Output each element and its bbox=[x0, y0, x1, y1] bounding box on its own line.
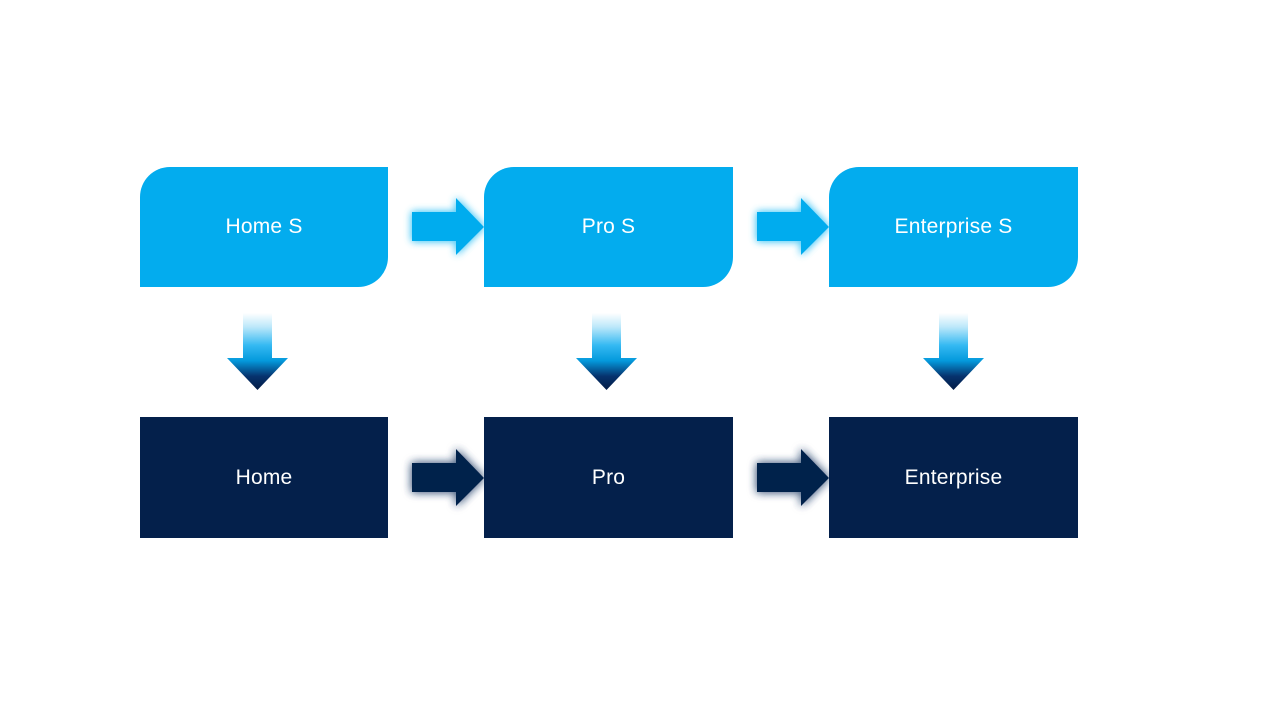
node-enterprise[interactable]: Enterprise bbox=[829, 417, 1078, 538]
node-home-s-label: Home S bbox=[225, 215, 303, 239]
arrow-home-to-pro bbox=[412, 449, 484, 506]
node-pro-label: Pro bbox=[591, 465, 626, 489]
node-pro-s[interactable]: Pro S bbox=[484, 167, 733, 287]
arrow-pro-s-to-enterprise-s bbox=[757, 198, 829, 255]
arrow-pro-to-enterprise bbox=[757, 449, 829, 506]
node-pro[interactable]: Pro bbox=[484, 417, 733, 538]
node-enterprise-label: Enterprise bbox=[904, 465, 1003, 489]
arrow-enterprise-s-to-enterprise bbox=[923, 313, 984, 390]
arrow-home-s-to-home bbox=[227, 313, 288, 390]
node-pro-s-label: Pro S bbox=[581, 215, 636, 239]
arrow-pro-s-to-pro bbox=[576, 313, 637, 390]
node-home-s[interactable]: Home S bbox=[140, 167, 388, 287]
node-enterprise-s[interactable]: Enterprise S bbox=[829, 167, 1078, 287]
node-home-label: Home bbox=[235, 465, 293, 489]
node-enterprise-s-label: Enterprise S bbox=[894, 215, 1013, 239]
arrow-home-s-to-pro-s bbox=[412, 198, 484, 255]
node-home[interactable]: Home bbox=[140, 417, 388, 538]
